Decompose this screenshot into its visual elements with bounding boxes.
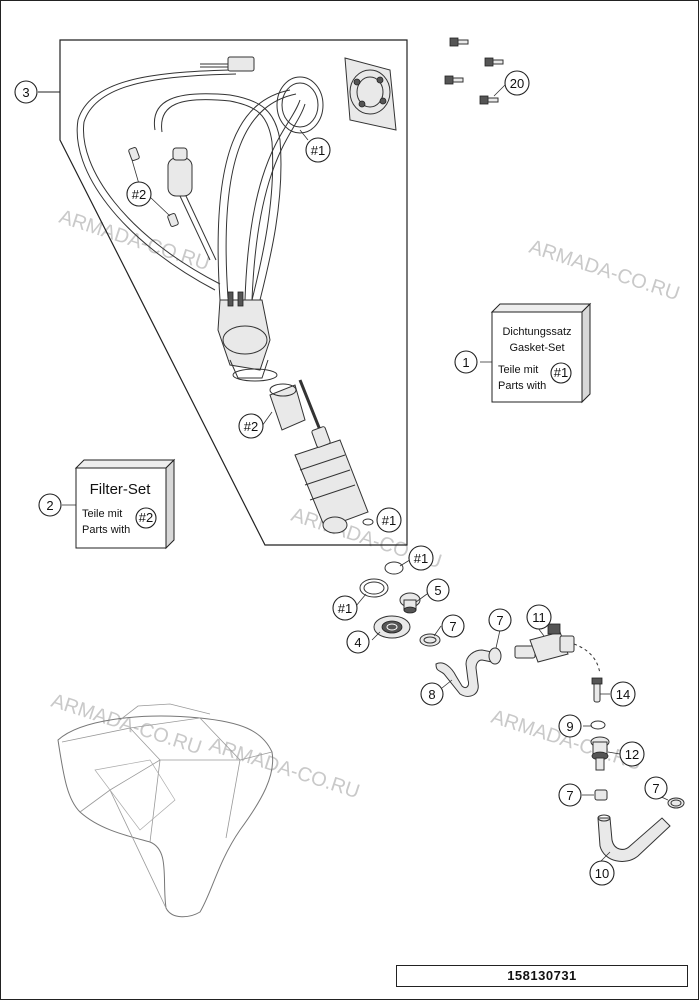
callout-12: 12 [619, 741, 645, 767]
svg-text:7: 7 [566, 788, 573, 803]
diagram-code: 158130731 [396, 965, 688, 987]
watermark: ARMADA-CO.RU [526, 236, 682, 305]
callout-8: 8 [420, 682, 444, 706]
watermark: ARMADA-CO.RU [206, 734, 362, 803]
callout-hash-1: #1 [408, 545, 434, 571]
callout-7: 7 [558, 783, 582, 807]
watermark: ARMADA-CO.RU [56, 206, 212, 275]
hose-clamp [667, 797, 685, 809]
pump-sleeve [269, 383, 306, 431]
callout-3: 3 [14, 80, 38, 104]
callout-5: 5 [426, 578, 450, 602]
callout-hash-2: #2 [238, 413, 264, 439]
svg-text:#1: #1 [311, 143, 325, 158]
svg-text:7: 7 [449, 619, 456, 634]
hose-nipple [590, 736, 610, 771]
callout-hash-1: #1 [376, 507, 402, 533]
callout-11: 11 [526, 604, 552, 630]
svg-text:5: 5 [434, 583, 441, 598]
flange-o-ring [276, 76, 324, 134]
hose-clamp [419, 633, 441, 647]
callout-hash-1: #1 [305, 137, 331, 163]
svg-text:9: 9 [566, 719, 573, 734]
assembly-outline [59, 39, 408, 546]
gasket-box-line2: Gasket-Set [509, 342, 564, 354]
callout-20: 20 [504, 70, 530, 96]
seal-plate [373, 615, 411, 639]
callout-7: 7 [488, 608, 512, 632]
o-ring-9 [590, 720, 606, 730]
svg-text:1: 1 [462, 355, 469, 370]
gasket-box-ref: #1 [554, 365, 568, 380]
svg-text:7: 7 [652, 781, 659, 796]
callout-1: 1 [454, 350, 478, 374]
callout-hash-1: #1 [332, 595, 358, 621]
svg-text:#1: #1 [338, 601, 352, 616]
svg-text:14: 14 [616, 687, 630, 702]
callout-7: 7 [441, 614, 465, 638]
gasket-set-box: Dichtungssatz Gasket-Set Teile mit Parts… [490, 302, 592, 404]
svg-text:#1: #1 [382, 513, 396, 528]
fuel-tank [57, 703, 274, 918]
callout-10: 10 [589, 860, 615, 886]
filter-set-box: Filter-Set Teile mit Parts with #2 [74, 458, 176, 550]
svg-text:#2: #2 [132, 187, 146, 202]
callout-7: 7 [644, 776, 668, 800]
filter-box-line4: Parts with [82, 524, 130, 536]
svg-text:8: 8 [428, 687, 435, 702]
quick-connector [514, 623, 601, 675]
callout-14: 14 [610, 681, 636, 707]
bolts [444, 37, 504, 105]
svg-text:11: 11 [532, 610, 546, 625]
svg-text:#2: #2 [244, 419, 258, 434]
o-rings [359, 561, 404, 598]
callout-4: 4 [346, 630, 370, 654]
svg-text:20: 20 [510, 76, 524, 91]
svg-text:2: 2 [46, 498, 53, 513]
filter-box-title: Filter-Set [90, 481, 152, 498]
hose-8 [435, 647, 502, 697]
gasket-box-line3: Teile mit [498, 364, 538, 376]
pump-flange [344, 57, 397, 131]
filter-box-line3: Teile mit [82, 508, 122, 520]
pump-rod [298, 379, 322, 431]
pump-head [217, 291, 278, 382]
svg-text:10: 10 [595, 866, 609, 881]
watermark: ARMADA-CO.RU [48, 690, 204, 759]
hose-10 [597, 814, 671, 862]
svg-text:4: 4 [354, 635, 361, 650]
hose-clamp [594, 789, 608, 801]
union-fitting [399, 592, 421, 614]
callout-9: 9 [558, 714, 582, 738]
gasket-box-line1: Dichtungssatz [502, 326, 571, 338]
callout-2: 2 [38, 493, 62, 517]
svg-text:12: 12 [625, 747, 639, 762]
svg-text:#1: #1 [414, 551, 428, 566]
gasket-box-line4: Parts with [498, 380, 546, 392]
electrical-connector [200, 56, 255, 72]
fuel-pump [294, 426, 374, 534]
filter-box-ref: #2 [139, 510, 153, 525]
pin [591, 677, 603, 703]
fuel-hoses [76, 69, 306, 301]
inline-fuel-filter [128, 147, 217, 261]
callout-hash-2: #2 [126, 181, 152, 207]
svg-text:7: 7 [496, 613, 503, 628]
svg-text:3: 3 [22, 85, 29, 100]
